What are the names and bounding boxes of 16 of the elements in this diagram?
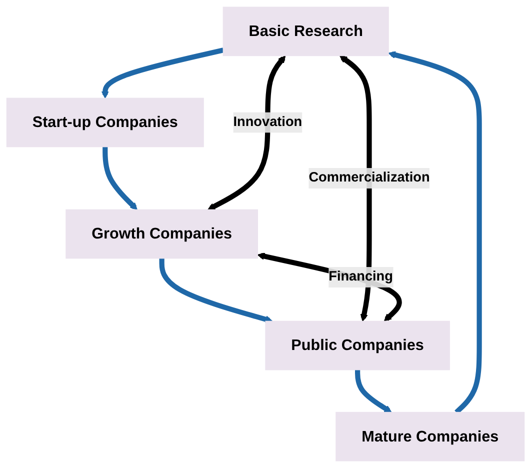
arrow (102, 146, 138, 210)
edge-label: Innovation (233, 114, 302, 130)
node-box: Mature Companies (336, 412, 525, 462)
arrow (388, 51, 482, 414)
arrow (257, 252, 402, 322)
arrow (159, 258, 273, 323)
arrow (208, 56, 286, 210)
node-box: Public Companies (265, 320, 450, 370)
node-box: Start-up Companies (6, 98, 204, 148)
arrow (355, 370, 392, 413)
edge-label: Commercialization (308, 170, 430, 186)
node-box: Growth Companies (66, 209, 258, 259)
arrow (101, 48, 224, 99)
edge-label: Financing (328, 270, 393, 284)
arrow (340, 56, 372, 322)
node-box: Basic Research (222, 6, 389, 56)
